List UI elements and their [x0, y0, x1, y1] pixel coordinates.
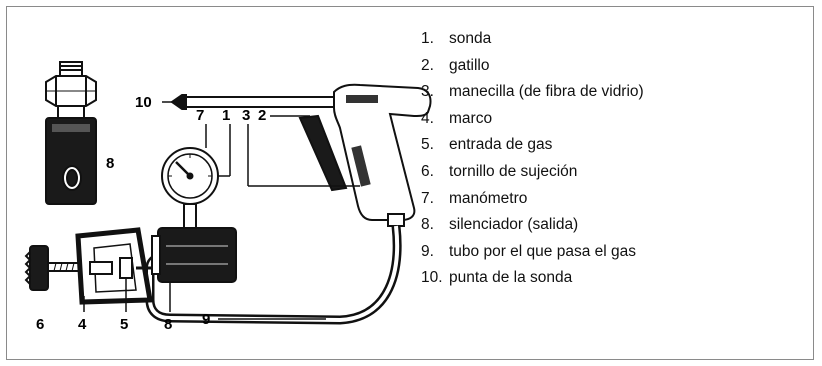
callout-7: 7: [196, 107, 204, 124]
legend-item: 5. entrada de gas: [421, 132, 644, 159]
legend-number: 8.: [421, 216, 434, 234]
callout-10: 10: [135, 94, 152, 111]
callout-8-top: 8: [106, 155, 114, 172]
legend-label: punta de la sonda: [449, 269, 573, 287]
frame-screw-illustration: [24, 227, 153, 305]
legend-label: tubo por el que pasa el gas: [449, 242, 636, 260]
silencer-top-illustration: [45, 61, 97, 205]
callout-2: 2: [258, 107, 266, 124]
callout-1: 1: [222, 107, 230, 124]
legend-number: 5.: [421, 136, 434, 154]
legend-label: gatillo: [449, 56, 490, 74]
legend-number: 9.: [421, 242, 434, 260]
legend-item: 9. tubo por el que pasa el gas: [421, 239, 644, 266]
legend-label: manómetro: [449, 189, 528, 207]
probe-gun-illustration: [170, 83, 432, 227]
legend-item: 3. manecilla (de fibra de vidrio): [421, 79, 644, 106]
callout-numbers: 10 7 1 3 2 8 6 4 5 8 9: [36, 94, 266, 333]
leader-lines: [83, 101, 360, 320]
legend-label: entrada de gas: [449, 136, 553, 154]
legend-item: 1. sonda: [421, 26, 644, 53]
callout-5: 5: [120, 316, 128, 333]
legend-item: 7. manómetro: [421, 186, 644, 213]
callout-9: 9: [202, 311, 210, 328]
legend-number: 10.: [421, 269, 443, 287]
legend-item: 10. punta de la sonda: [421, 265, 644, 292]
legend-item: 4. marco: [421, 106, 644, 133]
callout-8-bottom: 8: [164, 316, 172, 333]
gauge-muffler-illustration: [151, 147, 237, 283]
legend-label: silenciador (salida): [449, 216, 579, 234]
legend-label: manecilla (de fibra de vidrio): [449, 83, 644, 101]
legend-label: tornillo de sujeción: [449, 162, 578, 180]
legend-item: 6. tornillo de sujeción: [421, 159, 644, 186]
legend-item: 2. gatillo: [421, 53, 644, 80]
legend-number: 6.: [421, 162, 434, 180]
parts-legend: 1. sonda 2. gatillo 3. manecilla (de fibra …: [421, 26, 644, 292]
callout-6: 6: [36, 316, 44, 333]
callout-4: 4: [78, 316, 87, 333]
legend-label: marco: [449, 109, 493, 127]
legend-number: 4.: [421, 109, 434, 127]
legend-number: 1.: [421, 30, 434, 47]
legend-item: 8. silenciador (salida): [421, 212, 644, 239]
legend-number: 3.: [421, 83, 434, 101]
callout-3: 3: [242, 107, 250, 124]
legend-number: 2.: [421, 56, 434, 74]
legend-label: sonda: [449, 30, 492, 47]
legend-number: 7.: [421, 189, 434, 207]
